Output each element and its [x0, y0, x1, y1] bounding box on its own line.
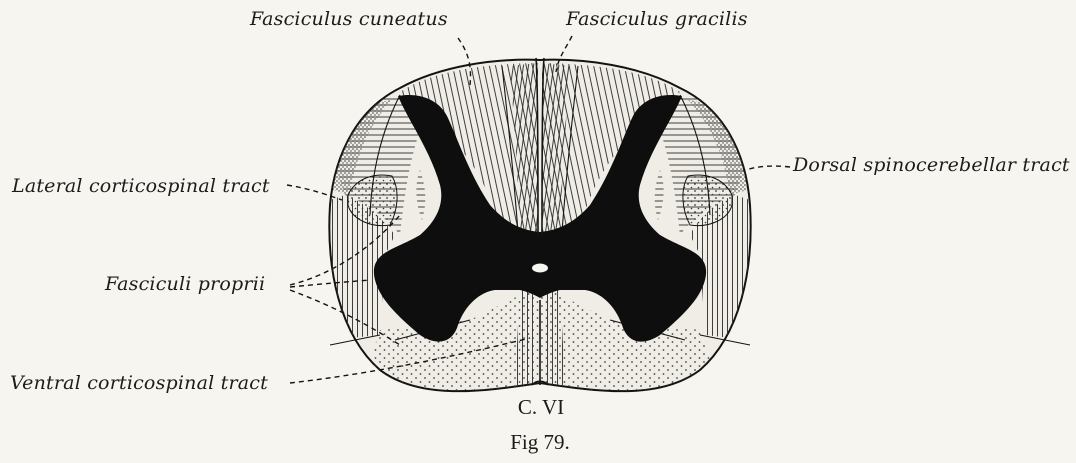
- label-fasciculus-gracilis: Fasciculus gracilis: [566, 8, 748, 30]
- label-dorsal-spinocerebellar-tract: Dorsal spinocerebellar tract: [793, 154, 1070, 176]
- caption-level: C. VI: [508, 395, 574, 420]
- caption-figure-number: Fig 79.: [495, 430, 585, 455]
- label-fasciculi-proprii: Fasciculi proprii: [105, 273, 265, 295]
- label-ventral-corticospinal-tract: Ventral corticospinal tract: [10, 372, 268, 394]
- label-fasciculus-cuneatus: Fasciculus cuneatus: [250, 8, 448, 30]
- central-canal: [532, 264, 548, 273]
- label-lateral-corticospinal-tract: Lateral corticospinal tract: [12, 175, 270, 197]
- leader-dorsal-spinocerebellar: [745, 166, 790, 170]
